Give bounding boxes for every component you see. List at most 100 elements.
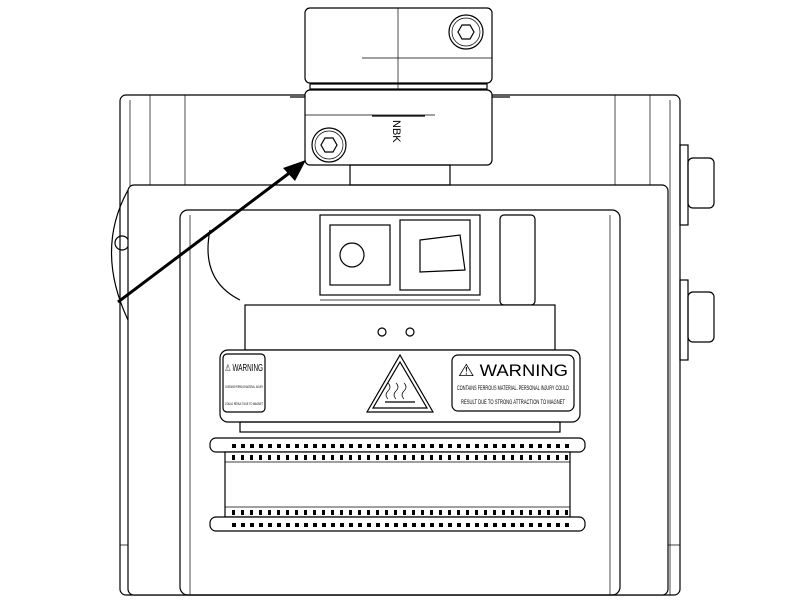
drum-slot (511, 455, 514, 460)
lower-drum (209, 437, 586, 532)
drum-slot (232, 523, 236, 527)
drum-slot (349, 455, 352, 460)
drum-slot (295, 455, 298, 460)
drum-slot (295, 510, 298, 515)
left-wheel (110, 189, 129, 321)
drum-slot (484, 444, 488, 448)
warning-label-left: ⚠ WARNING CONTAINS FERROUS MATERIAL. INJ… (222, 353, 266, 413)
drum-slot (412, 523, 416, 527)
drum-slot (457, 510, 460, 515)
drum-slot (403, 455, 406, 460)
drum-slot (421, 510, 424, 515)
warning-label-right: ⚠ WARNING CONTAINS FERROUS MATERIAL. PER… (451, 354, 575, 412)
drum-slot (241, 523, 245, 527)
svg-text:⚠ WARNING: ⚠ WARNING (458, 361, 568, 380)
drum-slot (466, 455, 469, 460)
drum-slot (259, 510, 262, 515)
drum-slot (511, 444, 515, 448)
drum-slot (331, 444, 335, 448)
drum-slot (268, 455, 271, 460)
drum-slot (322, 444, 326, 448)
drum-slot (313, 444, 317, 448)
left-pivot (114, 235, 130, 251)
svg-text:COULD RESULT DUE TO MAGNET: COULD RESULT DUE TO MAGNET (225, 401, 263, 406)
drum-slot (466, 444, 470, 448)
svg-text:⚠ WARNING: ⚠ WARNING (225, 363, 263, 374)
drum-slot (277, 455, 280, 460)
drum-slot (412, 455, 415, 460)
drum-slot (250, 510, 253, 515)
drum-slot (529, 444, 533, 448)
drum-slot (538, 444, 542, 448)
drum-slot (304, 444, 308, 448)
drum-slot (538, 523, 542, 527)
drum-slot (466, 510, 469, 515)
drum-slot (556, 444, 560, 448)
drum-slot (511, 523, 515, 527)
drum-slot (565, 510, 568, 515)
drum-slot (367, 510, 370, 515)
drum-slot (529, 455, 532, 460)
drum-slot (259, 444, 263, 448)
drum-slot (394, 523, 398, 527)
drum-slot (439, 510, 442, 515)
drum-slot (295, 444, 299, 448)
shaft-coupling: NBK (290, 7, 510, 186)
drum-slot (547, 455, 550, 460)
drum-slot (484, 455, 487, 460)
drum-slot (376, 510, 379, 515)
drum-slot (250, 455, 253, 460)
svg-text:CONTAINS FERROUS MATERIAL. PER: CONTAINS FERROUS MATERIAL. PERSONAL INJU… (457, 386, 569, 392)
drum-slot (286, 510, 289, 515)
drum-slot (502, 523, 506, 527)
drum-slot (349, 444, 353, 448)
drum-slot (367, 444, 371, 448)
drum-slot (349, 510, 352, 515)
drum-slot (286, 444, 290, 448)
magnet-body (219, 304, 581, 433)
drum-slot (259, 523, 263, 527)
drum-slot (448, 510, 451, 515)
drum-slot (304, 510, 307, 515)
drum-slot (241, 444, 245, 448)
drum-slot (520, 510, 523, 515)
drum-slot (394, 510, 397, 515)
drum-slot (385, 455, 388, 460)
drum-slot (529, 523, 533, 527)
drum-slot (475, 510, 478, 515)
drum-slot (547, 444, 551, 448)
drum-slot (340, 444, 344, 448)
right-knobs (679, 144, 715, 361)
drum-slot (367, 523, 371, 527)
drum-slot (313, 455, 316, 460)
drum-slot (340, 510, 343, 515)
drum-slot (340, 523, 344, 527)
drum-slot (403, 510, 406, 515)
drum-slot (358, 523, 362, 527)
drum-slot (277, 444, 281, 448)
inner-mechanism (207, 214, 536, 306)
drum-slot (331, 510, 334, 515)
drum-slot (232, 444, 236, 448)
drum-slot (430, 444, 434, 448)
drum-slot (385, 523, 389, 527)
brand-mark: NBK (390, 120, 402, 143)
drum-slot (259, 455, 262, 460)
drum-slot (349, 523, 353, 527)
drum-slot (466, 523, 470, 527)
drum-slot (421, 444, 425, 448)
drum-slot (403, 523, 407, 527)
drum-slot (295, 523, 299, 527)
drum-slot (322, 455, 325, 460)
hot-surface-icon (365, 353, 435, 413)
drum-slot (520, 444, 524, 448)
drum-slot (457, 523, 461, 527)
drum-slot (358, 510, 361, 515)
drum-slot (250, 444, 254, 448)
drum-slot (475, 455, 478, 460)
drum-slot (385, 444, 389, 448)
drum-slot (322, 523, 326, 527)
callout-arrow (117, 160, 306, 304)
drum-slot (484, 510, 487, 515)
